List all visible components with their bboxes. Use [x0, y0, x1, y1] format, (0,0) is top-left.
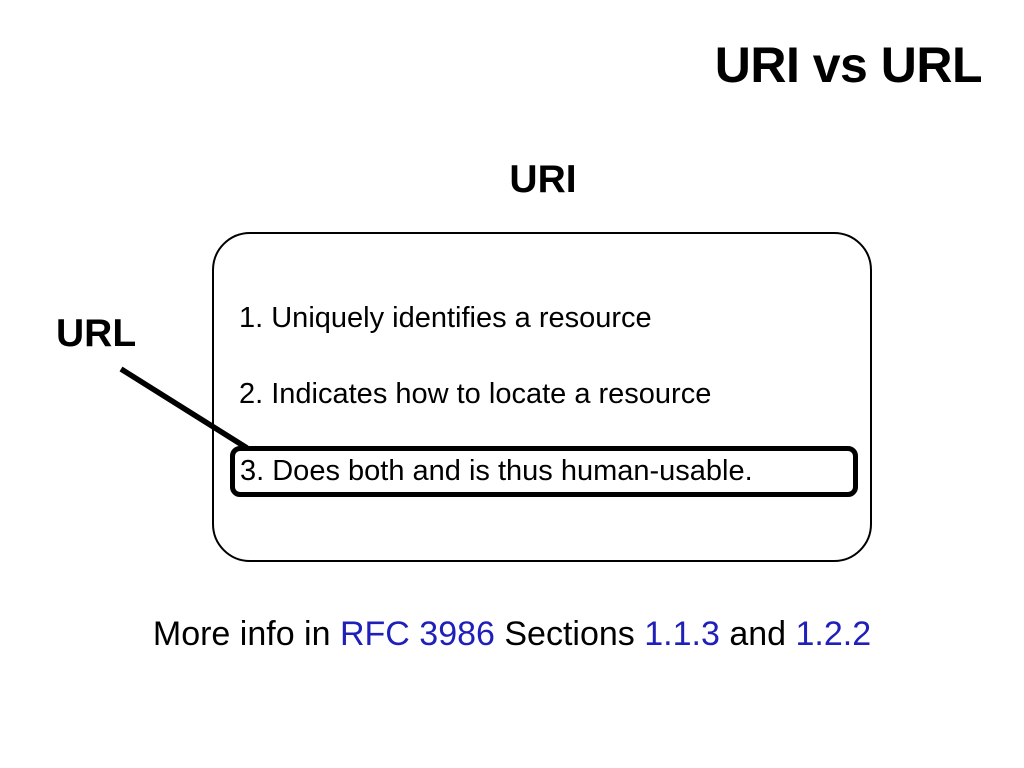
footer-text-1: More info in	[152, 615, 340, 653]
page-title: URI vs URL	[714, 37, 983, 93]
url-callout-label: URL	[56, 312, 137, 355]
footer-reference-note: More info in RFC 3986 Sections 1.1.3 and…	[0, 617, 1024, 651]
uri-group-label: URI	[509, 158, 577, 201]
footer-text-2: Sections	[494, 615, 645, 653]
footer-link-rfc-3986[interactable]: RFC 3986	[339, 615, 495, 653]
uri-property-item-2: 2. Indicates how to locate a resource	[239, 378, 712, 410]
footer-text-3: and	[719, 615, 796, 653]
footer-link-section-1-2-2[interactable]: 1.2.2	[795, 615, 872, 653]
uri-property-item-1: 1. Uniquely identifies a resource	[239, 302, 652, 334]
footer-link-section-1-1-3[interactable]: 1.1.3	[644, 615, 720, 653]
url-highlight-box	[230, 446, 858, 497]
uri-property-item-3: 3. Does both and is thus human-usable.	[240, 455, 753, 487]
